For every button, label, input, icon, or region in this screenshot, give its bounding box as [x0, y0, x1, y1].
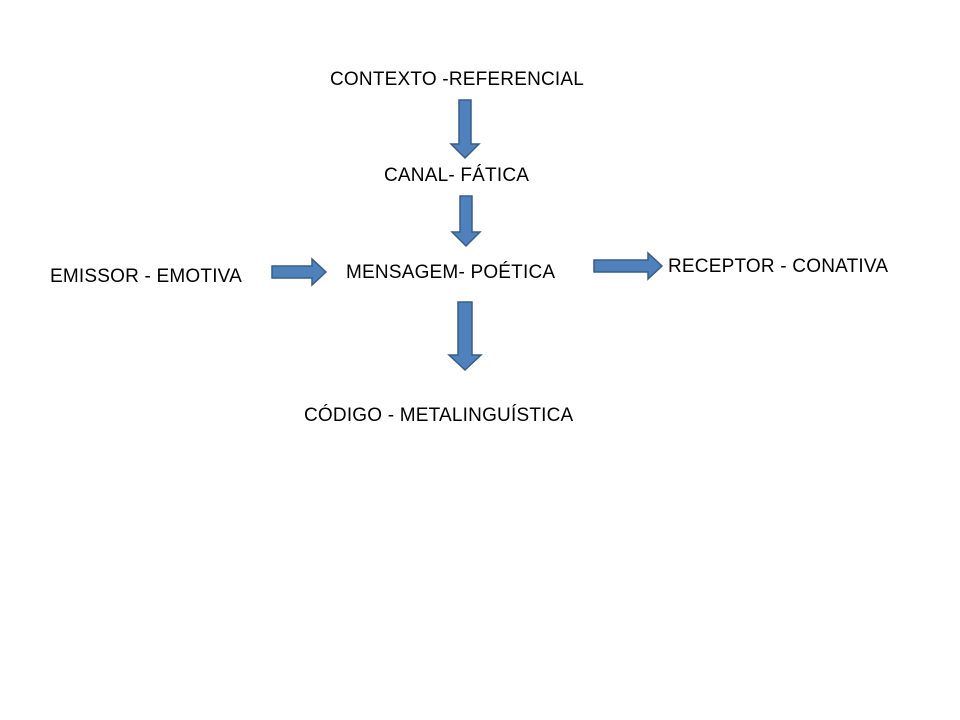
arrow-down-canal-mensagem — [450, 195, 482, 248]
arrow-down-contexto-canal — [449, 99, 481, 160]
node-codigo-metalinguistica: CÓDIGO - METALINGUÍSTICA — [304, 405, 574, 426]
arrow-right-mensagem-receptor — [593, 251, 664, 281]
node-emissor-emotiva: EMISSOR - EMOTIVA — [50, 266, 243, 287]
node-receptor-conativa: RECEPTOR - CONATIVA — [668, 256, 889, 277]
arrow-right-emissor-mensagem — [271, 257, 328, 287]
node-canal-fatica: CANAL- FÁTICA — [384, 165, 530, 186]
arrow-down-mensagem-codigo — [447, 301, 483, 372]
node-contexto-referencial: CONTEXTO -REFERENCIAL — [330, 69, 585, 90]
node-mensagem-poetica: MENSAGEM- POÉTICA — [346, 262, 556, 283]
